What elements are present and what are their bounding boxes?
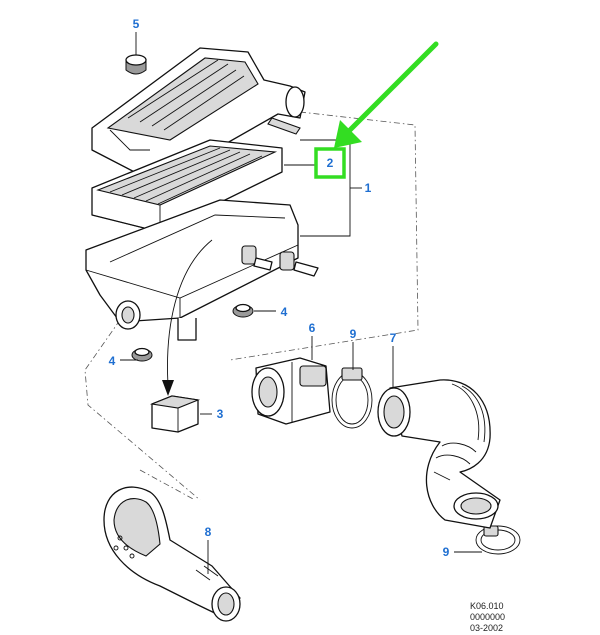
air-filter-element	[91, 139, 283, 233]
part-3-module	[149, 395, 201, 433]
callout-5: 5	[133, 17, 140, 31]
callout-4-left: 4	[109, 354, 116, 368]
callout-4-right: 4	[281, 305, 288, 319]
grommet-4-right	[232, 303, 254, 318]
callout-7: 7	[390, 331, 397, 345]
callout-1: 1	[365, 181, 372, 195]
assembly-dashed-outline	[84, 111, 419, 501]
callout-3: 3	[217, 407, 224, 421]
relocation-arrowhead	[162, 380, 174, 396]
air-cleaner-cover	[91, 47, 306, 181]
hose-clamp-upper	[331, 367, 373, 429]
callout-2: 2	[327, 156, 334, 170]
reference-code: K06.010 0000000 03-2002	[470, 601, 505, 633]
hose-clamp-lower	[475, 525, 521, 555]
cap-5	[125, 54, 147, 75]
grommet-4-lower	[131, 347, 153, 362]
reference-line-3: 03-2002	[470, 623, 503, 633]
highlight-arrow	[334, 41, 439, 148]
intake-hose	[377, 379, 501, 529]
air-cleaner-housing	[85, 199, 319, 341]
mass-airflow-sensor	[251, 357, 331, 425]
callout-9-upper: 9	[350, 327, 357, 341]
reference-line-1: K06.010	[470, 601, 504, 611]
callout-6: 6	[309, 321, 316, 335]
reference-line-2: 0000000	[470, 612, 505, 622]
callout-8: 8	[205, 525, 212, 539]
callout-9-lower: 9	[443, 545, 450, 559]
outlet-duct	[103, 486, 241, 622]
relocation-arrow	[167, 239, 213, 386]
leader-lines	[120, 32, 482, 574]
highlight-box	[314, 147, 346, 179]
